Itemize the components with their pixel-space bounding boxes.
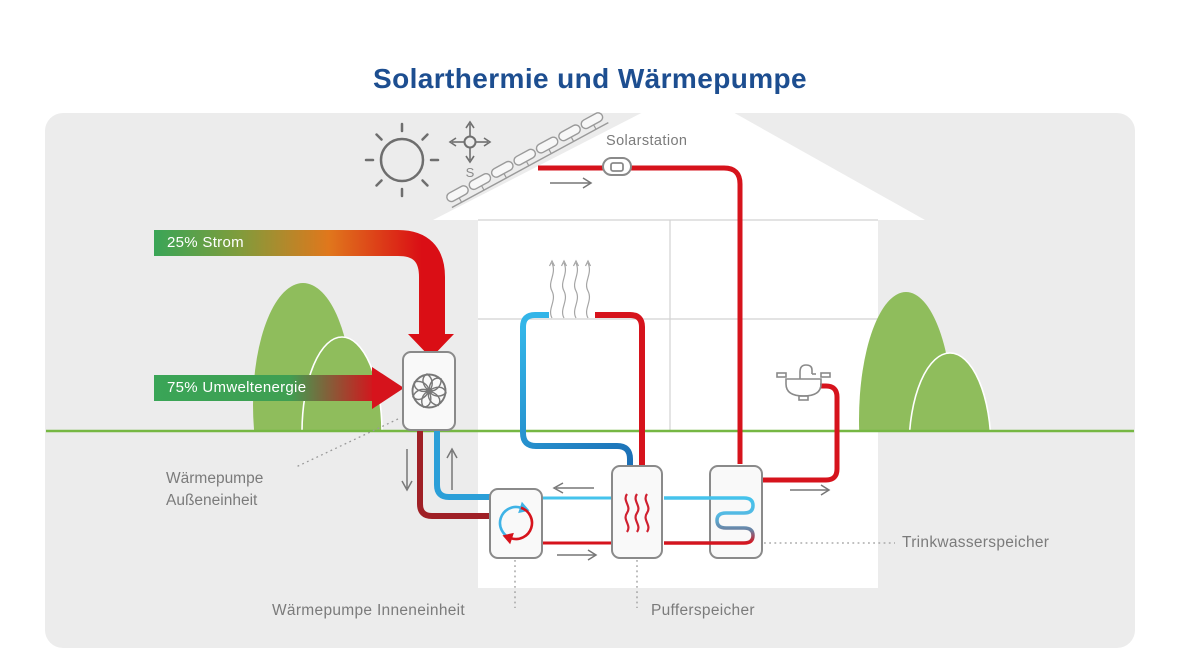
outdoor-return-pipe	[434, 428, 492, 500]
strom-arrowhead	[408, 334, 454, 358]
energy-band-umwelt	[154, 367, 404, 409]
fan-icon	[411, 373, 448, 410]
heating-supply-pipe	[595, 312, 645, 466]
buffer-heat-icon	[624, 493, 650, 533]
pipes	[417, 165, 840, 545]
compass-icon: S	[448, 120, 492, 180]
outdoor-supply-pipe	[417, 428, 492, 519]
solarstation-pump-icon	[602, 157, 632, 176]
dhw-tank-label: Trinkwasserspeicher	[902, 534, 1050, 551]
strom-band-label: 25% Strom	[167, 234, 244, 251]
house-roof	[433, 88, 925, 220]
tree-right-front	[908, 352, 992, 431]
house	[433, 88, 925, 588]
umwelt-band-label: 75% Umweltenergie	[167, 379, 307, 396]
sun-icon	[364, 122, 440, 198]
callout-lines	[295, 418, 895, 608]
refrigerant-cycle-icon	[498, 501, 534, 545]
outdoor-unit-label-line1: Wärmepumpe	[166, 470, 264, 487]
units	[402, 351, 763, 559]
radiator-heat-waves	[548, 259, 592, 319]
heating-return-pipe	[520, 312, 633, 466]
page-title: Solarthermie und Wärmepumpe	[373, 62, 807, 94]
indoor-unit	[489, 488, 543, 559]
outdoor-unit-label-line2: Außeneinheit	[166, 492, 258, 509]
sink-icon	[776, 364, 831, 401]
house-body	[478, 220, 878, 588]
dhw-pipe	[762, 383, 840, 483]
solar-collector	[446, 112, 609, 209]
outdoor-unit-label: Wärmepumpe Außeneinheit	[166, 468, 263, 512]
solarstation-label: Solarstation	[606, 133, 688, 149]
dhw-coil	[664, 496, 755, 545]
solar-pipe	[538, 165, 743, 464]
indoor-unit-label: Wärmepumpe Inneneinheit	[272, 602, 466, 619]
buffer-tank-label: Pufferspeicher	[651, 602, 755, 619]
energy-band-strom	[154, 230, 454, 358]
umwelt-arrowhead	[372, 367, 404, 409]
flow-arrows	[401, 177, 831, 561]
compass-south-label: S	[466, 165, 475, 180]
